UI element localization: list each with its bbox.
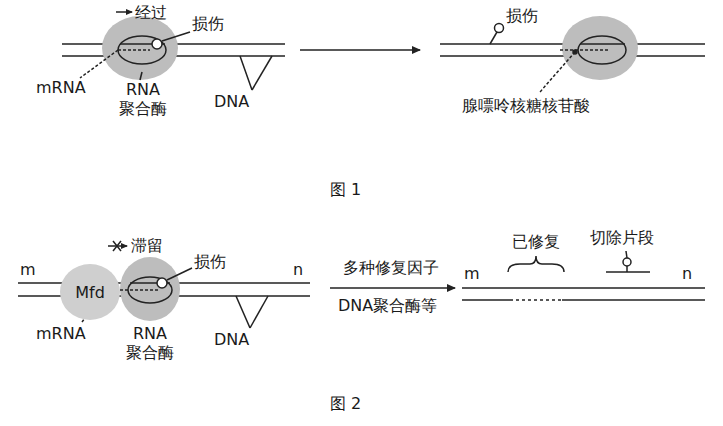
dna-label: DNA (214, 330, 249, 349)
figure-number: 图 1 (330, 180, 361, 199)
damage-label: 损伤 (192, 14, 224, 33)
mrna-label: mRNA (36, 324, 86, 343)
pass-label: 经过 (135, 3, 167, 22)
protein-name: Mfd (75, 283, 105, 302)
mrna-label: mRNA (36, 78, 86, 97)
repaired-label: 已修复 (512, 232, 560, 251)
polymerase-label: RNA 聚合酶 (116, 80, 170, 118)
damage-label: 损伤 (506, 6, 538, 25)
dna-label: DNA (214, 92, 249, 111)
strand-end-label: m (20, 260, 36, 279)
polymerase-label: DNA聚合酶等 (338, 296, 437, 315)
polymerase-label: RNA 聚合酶 (123, 324, 177, 362)
nucleotide-label: 腺嘌呤核糖核苷酸 (462, 96, 590, 115)
repair-factor-label: 多种修复因子 (343, 258, 439, 277)
figure-number: 图 2 (330, 394, 361, 413)
damage-label: 损伤 (194, 252, 226, 271)
stall-label: 滞留 (131, 236, 163, 255)
strand-end-label: n (682, 264, 692, 283)
fragment-label: 切除片段 (590, 228, 654, 247)
strand-end-label: n (293, 260, 303, 279)
protein-blob: Mfd (59, 263, 121, 321)
strand-end-label: m (464, 264, 480, 283)
